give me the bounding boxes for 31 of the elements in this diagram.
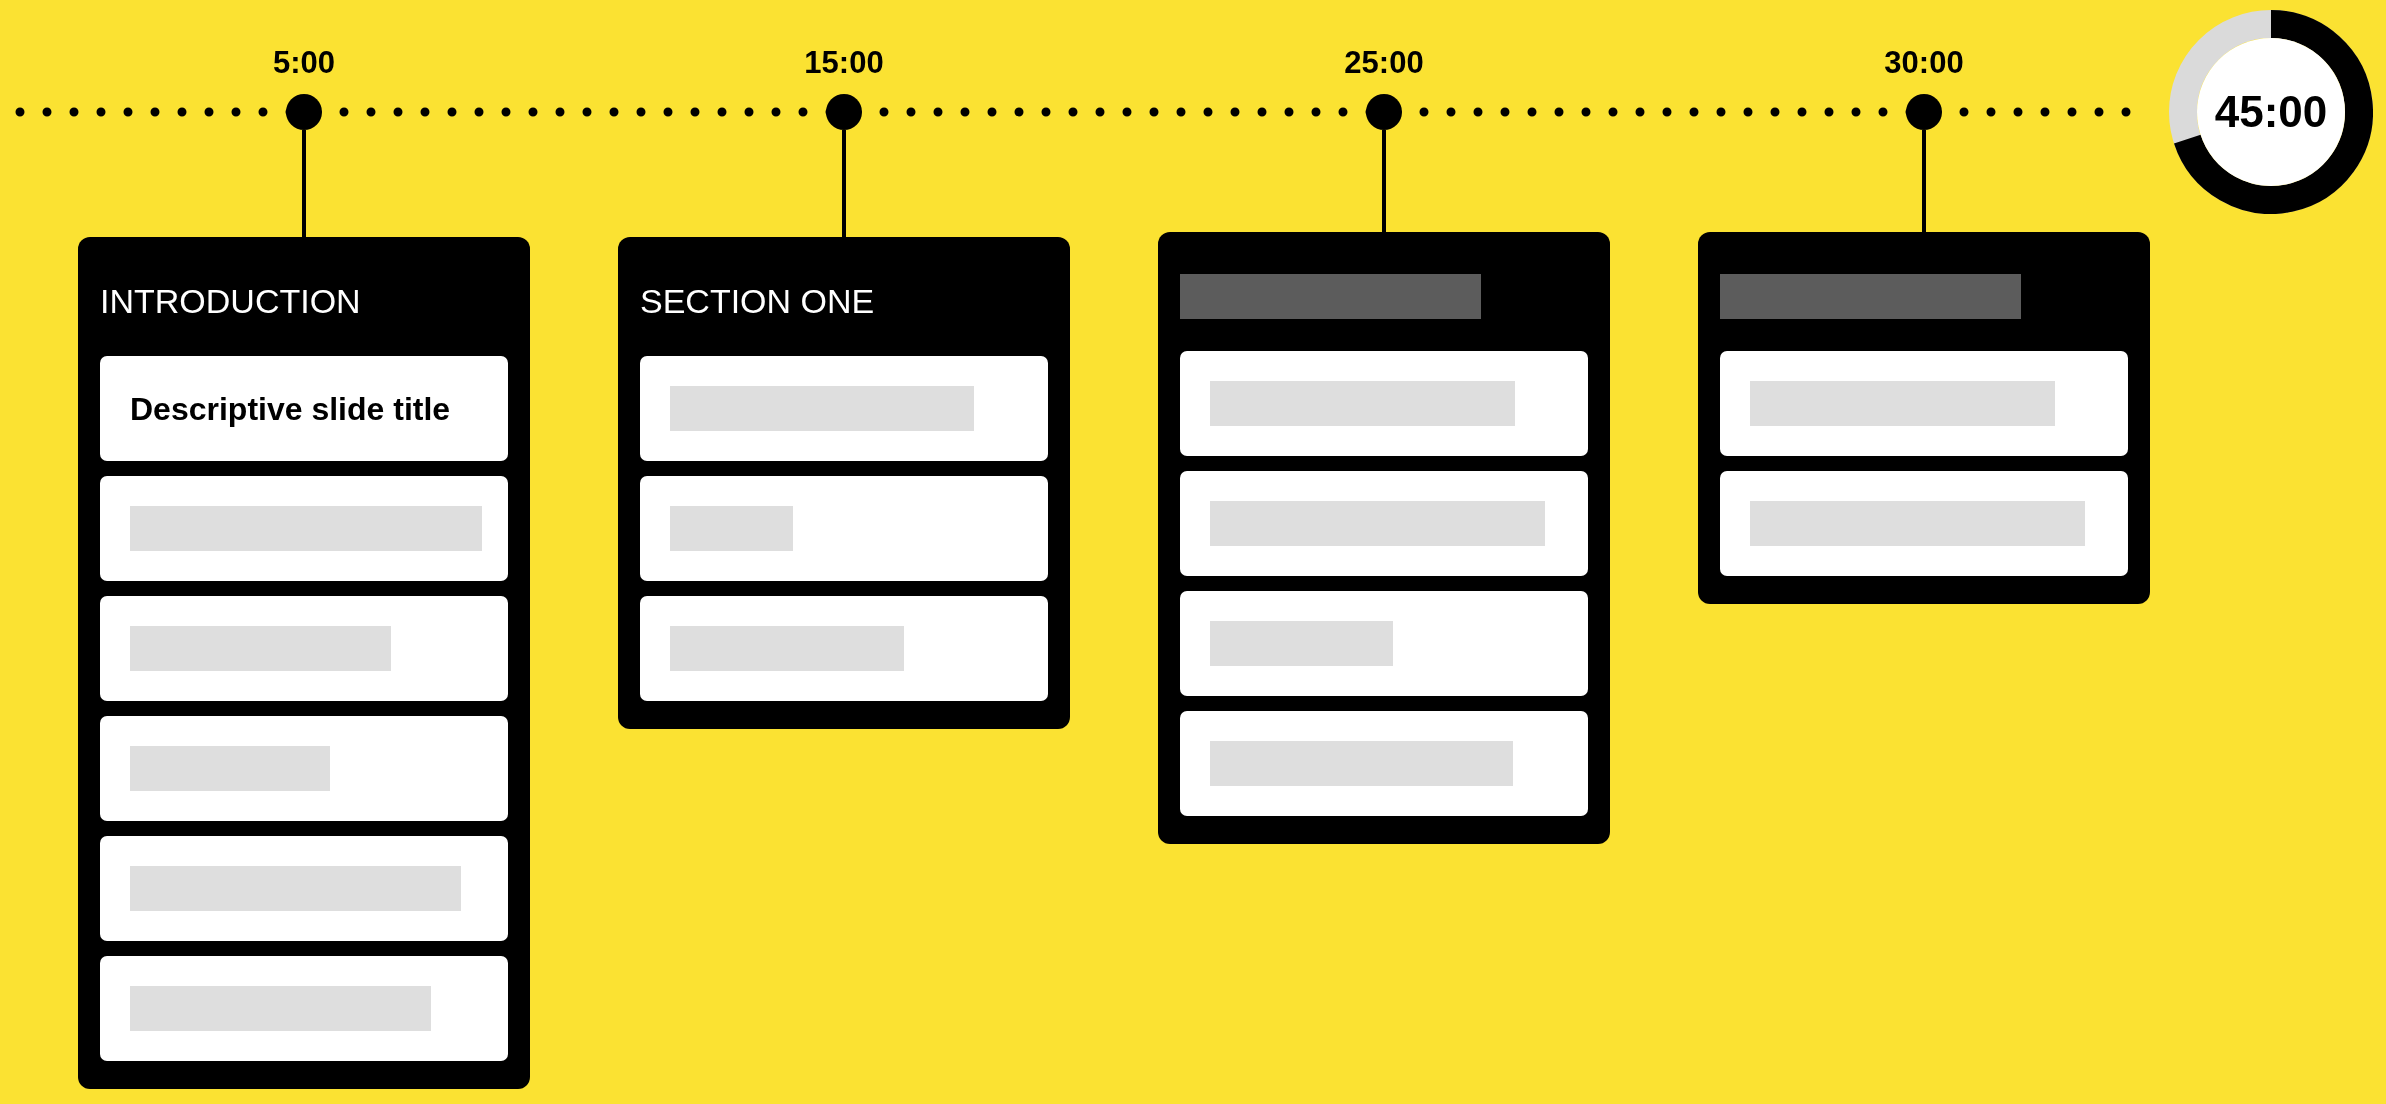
section-card [78, 237, 530, 1089]
section-card [1698, 232, 2150, 604]
section-card [1158, 232, 1610, 844]
slide-card [100, 956, 508, 1061]
slide-card [1180, 591, 1588, 696]
connector-line [1922, 130, 1926, 232]
section-card [618, 237, 1070, 729]
slide-card [1720, 351, 2128, 456]
slide-card [640, 596, 1048, 701]
slide-card [1180, 471, 1588, 576]
slide-title: Descriptive slide title [130, 389, 451, 429]
time-label: 30:00 [1884, 44, 1964, 82]
slide-card [640, 356, 1048, 461]
time-label: 25:00 [1344, 44, 1424, 82]
time-label: 5:00 [273, 44, 335, 82]
slide-card [1180, 711, 1588, 816]
slide-card [100, 356, 508, 461]
section-title: INTRODUCTION [100, 281, 361, 322]
time-label: 15:00 [804, 44, 884, 82]
connector-line [302, 130, 306, 237]
slide-card [1720, 471, 2128, 576]
section-title: SECTION ONE [640, 281, 875, 322]
slide-card [100, 596, 508, 701]
slide-card [100, 476, 508, 581]
slide-card [100, 716, 508, 821]
connector-line [842, 130, 846, 237]
timer-value: 45:00 [2214, 90, 2328, 134]
connector-line [1382, 130, 1386, 232]
slide-card [1180, 351, 1588, 456]
slide-card [100, 836, 508, 941]
slide-card [640, 476, 1048, 581]
